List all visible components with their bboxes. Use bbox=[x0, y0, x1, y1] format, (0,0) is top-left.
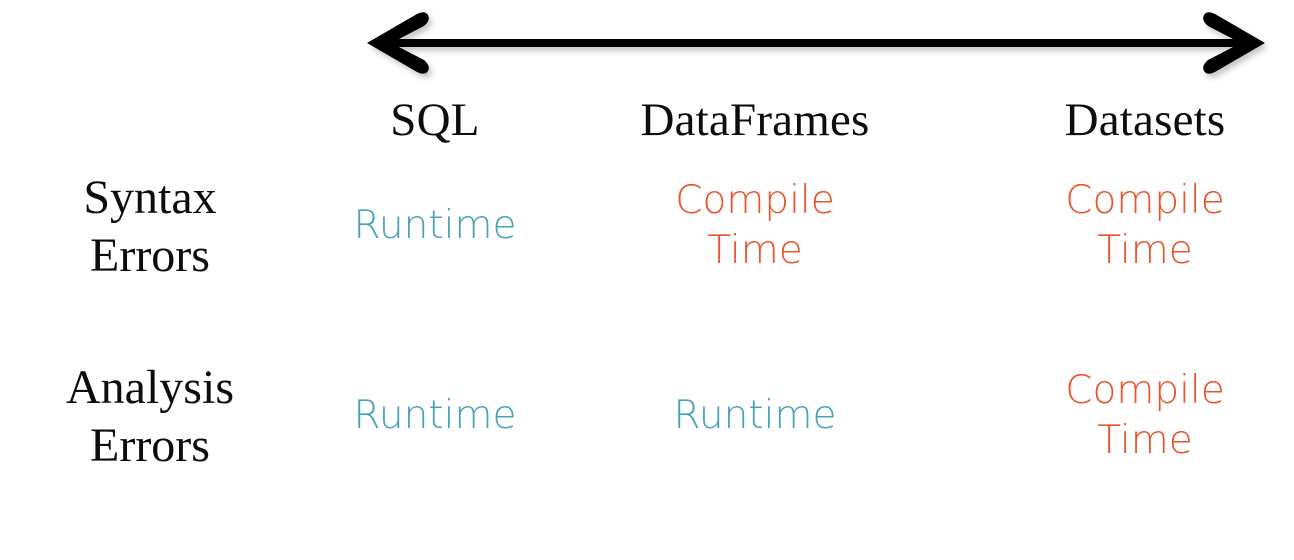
cell-value-line-2: Time bbox=[707, 228, 803, 273]
column-header-dataframes: DataFrames bbox=[640, 94, 870, 146]
row-label-line-2: Errors bbox=[90, 419, 210, 472]
column-header-row: SQL DataFrames Datasets bbox=[0, 88, 1294, 160]
cell-analysis-dataframes: Runtime bbox=[615, 356, 895, 534]
cell-value-line-2: Time bbox=[1097, 228, 1193, 273]
cell-value-line-1: Runtime bbox=[353, 203, 517, 248]
spectrum-double-arrow bbox=[355, 2, 1280, 88]
row-label-analysis-errors: Analysis Errors bbox=[0, 356, 300, 534]
cell-syntax-dataframes: Compile Time bbox=[615, 166, 895, 344]
cell-value-line-1: Runtime bbox=[673, 393, 837, 438]
row-label-syntax-errors: Syntax Errors bbox=[0, 166, 300, 344]
comparison-matrix: SQL DataFrames Datasets Syntax Errors Ru… bbox=[0, 88, 1294, 560]
row-label-line-1: Syntax bbox=[83, 171, 217, 224]
cell-value-line-2: Time bbox=[1097, 418, 1193, 463]
double-headed-arrow-icon bbox=[367, 12, 1265, 74]
cell-analysis-sql: Runtime bbox=[315, 356, 555, 534]
cell-value-line-1: Compile bbox=[1065, 368, 1225, 413]
row-label-line-2: Errors bbox=[90, 229, 210, 282]
table-row-syntax-errors: Syntax Errors Runtime Compile Time Compi… bbox=[0, 166, 1294, 344]
cell-syntax-sql: Runtime bbox=[315, 166, 555, 344]
cell-value-line-1: Runtime bbox=[353, 393, 517, 438]
cell-syntax-datasets: Compile Time bbox=[1010, 166, 1280, 344]
cell-analysis-datasets: Compile Time bbox=[1010, 356, 1280, 534]
row-label-line-1: Analysis bbox=[66, 361, 234, 414]
column-header-datasets: Datasets bbox=[1064, 94, 1226, 146]
table-row-analysis-errors: Analysis Errors Runtime Runtime Compile … bbox=[0, 356, 1294, 534]
column-header-sql: SQL bbox=[390, 94, 480, 146]
cell-value-line-1: Compile bbox=[675, 178, 835, 223]
cell-value-line-1: Compile bbox=[1065, 178, 1225, 223]
